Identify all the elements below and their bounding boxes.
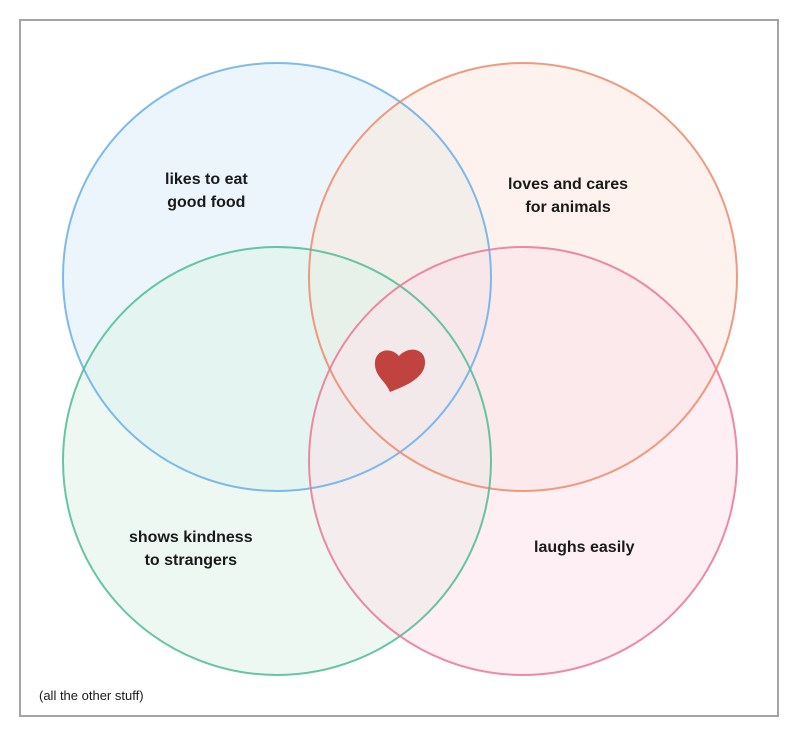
label-shows-kindness-to-strangers: shows kindness to strangers	[129, 529, 253, 569]
heart-icon	[374, 349, 426, 392]
circle-outline-top-right	[308, 62, 738, 492]
circle-outline-bottom-left	[62, 246, 492, 676]
label-likes-to-eat-good-food: likes to eat good food	[165, 171, 248, 211]
label-loves-and-cares-for-animals: loves and cares for animals	[508, 176, 629, 216]
label-laughs-easily: laughs easily	[534, 539, 635, 556]
circle-outline-top-left	[62, 62, 492, 492]
circle-fill-bottom-right	[309, 247, 737, 675]
outside-label: (all the other stuff)	[39, 688, 144, 703]
circle-outline-bottom-right	[308, 246, 738, 676]
